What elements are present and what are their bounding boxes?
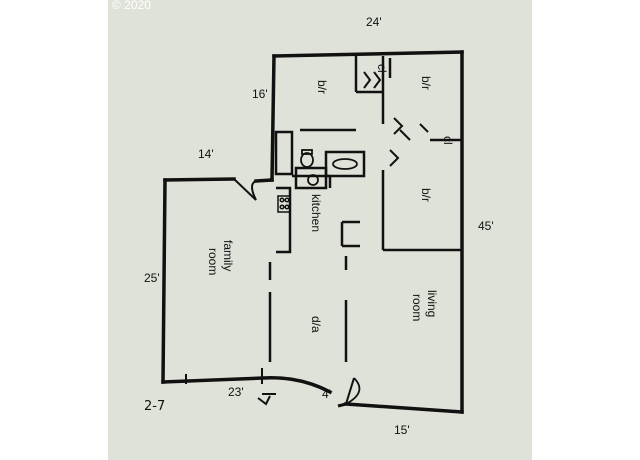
dim-entry-width: 4' (322, 387, 331, 401)
entry-door (337, 377, 361, 408)
dim-top-width: 24' (366, 15, 382, 29)
dim-bottom-right: 15' (394, 423, 410, 437)
label-living-1: living (425, 290, 439, 317)
wall-step (254, 178, 274, 183)
wall-family-left (161, 178, 167, 384)
dim-left-upper: 16' (252, 87, 268, 101)
label-kitchen: kitchen (309, 194, 323, 232)
label-bedroom-1: b/r (315, 80, 329, 94)
label-dining: d/a (309, 316, 323, 333)
label-bedroom-2: b/r (419, 76, 433, 90)
label-closet-2: cl (441, 136, 455, 145)
label-bedroom-3: b/r (419, 188, 433, 202)
wall-bottom-right (344, 402, 464, 414)
sink-icon (332, 158, 358, 170)
bath-fixtures (300, 149, 358, 186)
watermark-text: © 2020 (112, 0, 151, 12)
kitchen-sink-icon (307, 174, 319, 186)
scribble-note: 2-7 (144, 399, 165, 414)
wall-top (272, 50, 464, 58)
wall-left-upper (270, 54, 276, 182)
toilet-icon (300, 152, 314, 168)
label-family-2: room (206, 248, 220, 275)
wall-family-bottom (161, 376, 333, 395)
outer-walls (161, 50, 464, 414)
toilet-tank-icon (301, 149, 313, 155)
room-labels: b/r b/r b/r cl cl kitchen family room li… (206, 64, 455, 333)
closet-doors (363, 71, 429, 167)
label-family-1: family (221, 240, 235, 271)
dim-right-side: 45' (478, 219, 494, 233)
family-door (233, 178, 257, 201)
dim-bottom-family: 23' (228, 385, 244, 399)
dimension-labels: 24' 16' 14' 25' 23' 4' 45' 15' 2-7 (144, 15, 494, 437)
label-living-2: room (410, 294, 424, 321)
dim-left-step: 14' (198, 147, 214, 161)
wall-family-top (163, 177, 236, 182)
arrow-scribble-icon (257, 393, 276, 406)
dim-family-height: 25' (144, 271, 160, 285)
marks (185, 368, 276, 406)
stove-icon (277, 195, 291, 213)
label-closet-1: cl (375, 64, 389, 73)
interior-walls (268, 56, 462, 362)
